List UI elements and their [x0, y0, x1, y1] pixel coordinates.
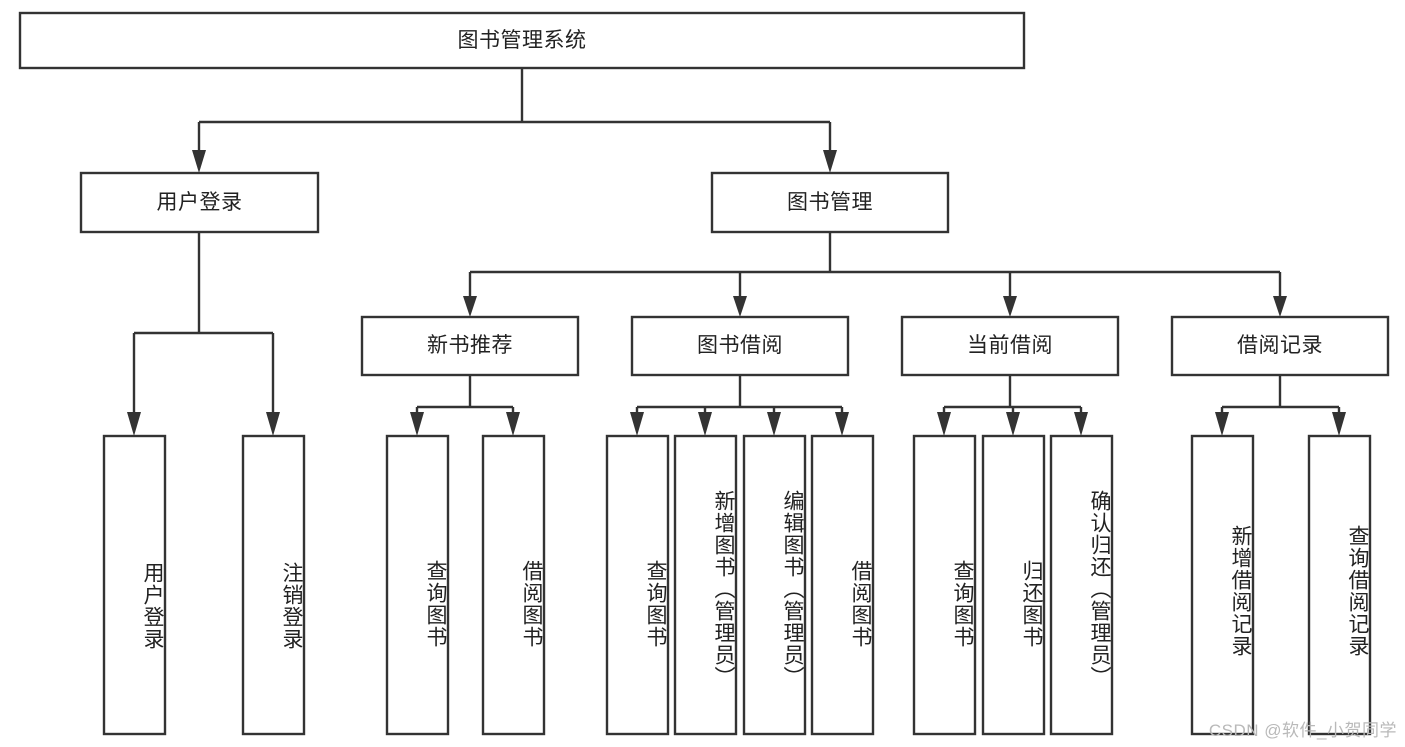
arrow-to-leaf-query-book-3 [937, 412, 951, 436]
node-box-current-borrow[interactable] [900, 315, 1120, 377]
node-box-root[interactable] [18, 11, 1026, 70]
arrow-to-leaf-query-book-1 [410, 412, 424, 436]
node-box-user-login[interactable] [79, 171, 320, 234]
node-box-leaf-borrow-book-1[interactable] [481, 434, 546, 736]
arrow-to-leaf-edit-book [767, 412, 781, 436]
node-box-leaf-query-book-1[interactable] [385, 434, 450, 736]
node-box-leaf-query-book-3[interactable] [912, 434, 977, 736]
csdn-watermark: CSDN @软件_小贺同学 [1208, 721, 1397, 740]
arrow-to-new-book-recommend [463, 296, 477, 317]
arrow-to-leaf-add-record [1215, 412, 1229, 436]
arrow-to-leaf-borrow-book-1 [506, 412, 520, 436]
arrow-to-leaf-borrow-book-2 [835, 412, 849, 436]
node-box-leaf-query-record[interactable] [1307, 434, 1372, 736]
node-box-borrow-record[interactable] [1170, 315, 1390, 377]
arrow-to-leaf-add-book [698, 412, 712, 436]
node-box-leaf-borrow-book-2[interactable] [810, 434, 875, 736]
arrow-to-book-borrow [733, 296, 747, 317]
arrow-to-leaf-logout [266, 412, 280, 436]
edges-layer [127, 68, 1346, 436]
arrow-to-leaf-query-book-2 [630, 412, 644, 436]
arrow-to-leaf-query-record [1332, 412, 1346, 436]
node-box-book-management[interactable] [710, 171, 950, 234]
node-box-new-book-recommend[interactable] [360, 315, 580, 377]
node-box-leaf-query-book-2[interactable] [605, 434, 670, 736]
arrow-to-leaf-return-book [1006, 412, 1020, 436]
node-box-leaf-user-login[interactable] [102, 434, 167, 736]
arrow-to-leaf-user-login [127, 412, 141, 436]
arrow-to-book-management [823, 150, 837, 173]
node-box-leaf-logout[interactable] [241, 434, 306, 736]
arrow-to-borrow-record [1273, 296, 1287, 317]
nodes-layer [18, 11, 1390, 736]
node-box-leaf-add-book[interactable] [673, 434, 738, 736]
arrow-to-user-login [192, 150, 206, 173]
arrow-to-current-borrow [1003, 296, 1017, 317]
node-box-leaf-confirm-return[interactable] [1049, 434, 1114, 736]
node-box-leaf-add-record[interactable] [1190, 434, 1255, 736]
node-box-leaf-edit-book[interactable] [742, 434, 807, 736]
node-box-book-borrow[interactable] [630, 315, 850, 377]
node-box-leaf-return-book[interactable] [981, 434, 1046, 736]
arrow-to-leaf-confirm-return [1074, 412, 1088, 436]
